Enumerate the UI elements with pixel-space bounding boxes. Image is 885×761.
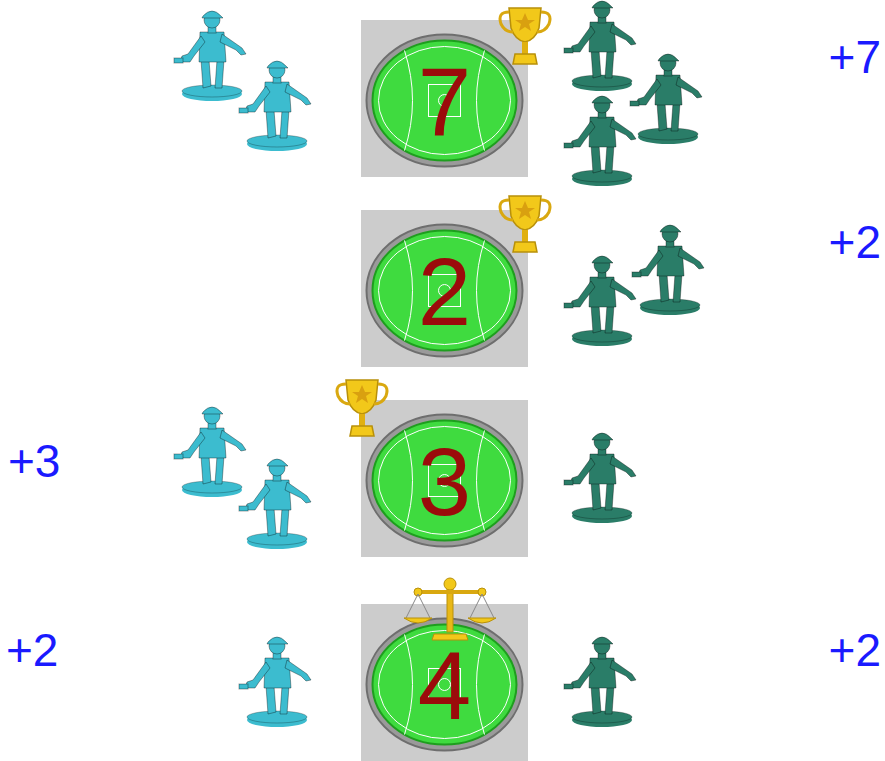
stadium-card: 4 (361, 604, 528, 761)
score-label: +2 (829, 219, 881, 265)
stadium-value: 2 (418, 244, 471, 340)
stadium-value: 3 (418, 434, 471, 530)
stadium-card: 3 (361, 400, 528, 557)
stadium-value: 7 (418, 54, 471, 150)
score-label: +7 (829, 34, 881, 80)
stadium-card: 2 (361, 210, 528, 367)
stadium-value: 4 (418, 638, 471, 734)
score-label: +2 (6, 627, 58, 673)
score-label: +3 (8, 438, 60, 484)
stadium-card: 7 (361, 20, 528, 177)
score-label: +2 (829, 627, 881, 673)
